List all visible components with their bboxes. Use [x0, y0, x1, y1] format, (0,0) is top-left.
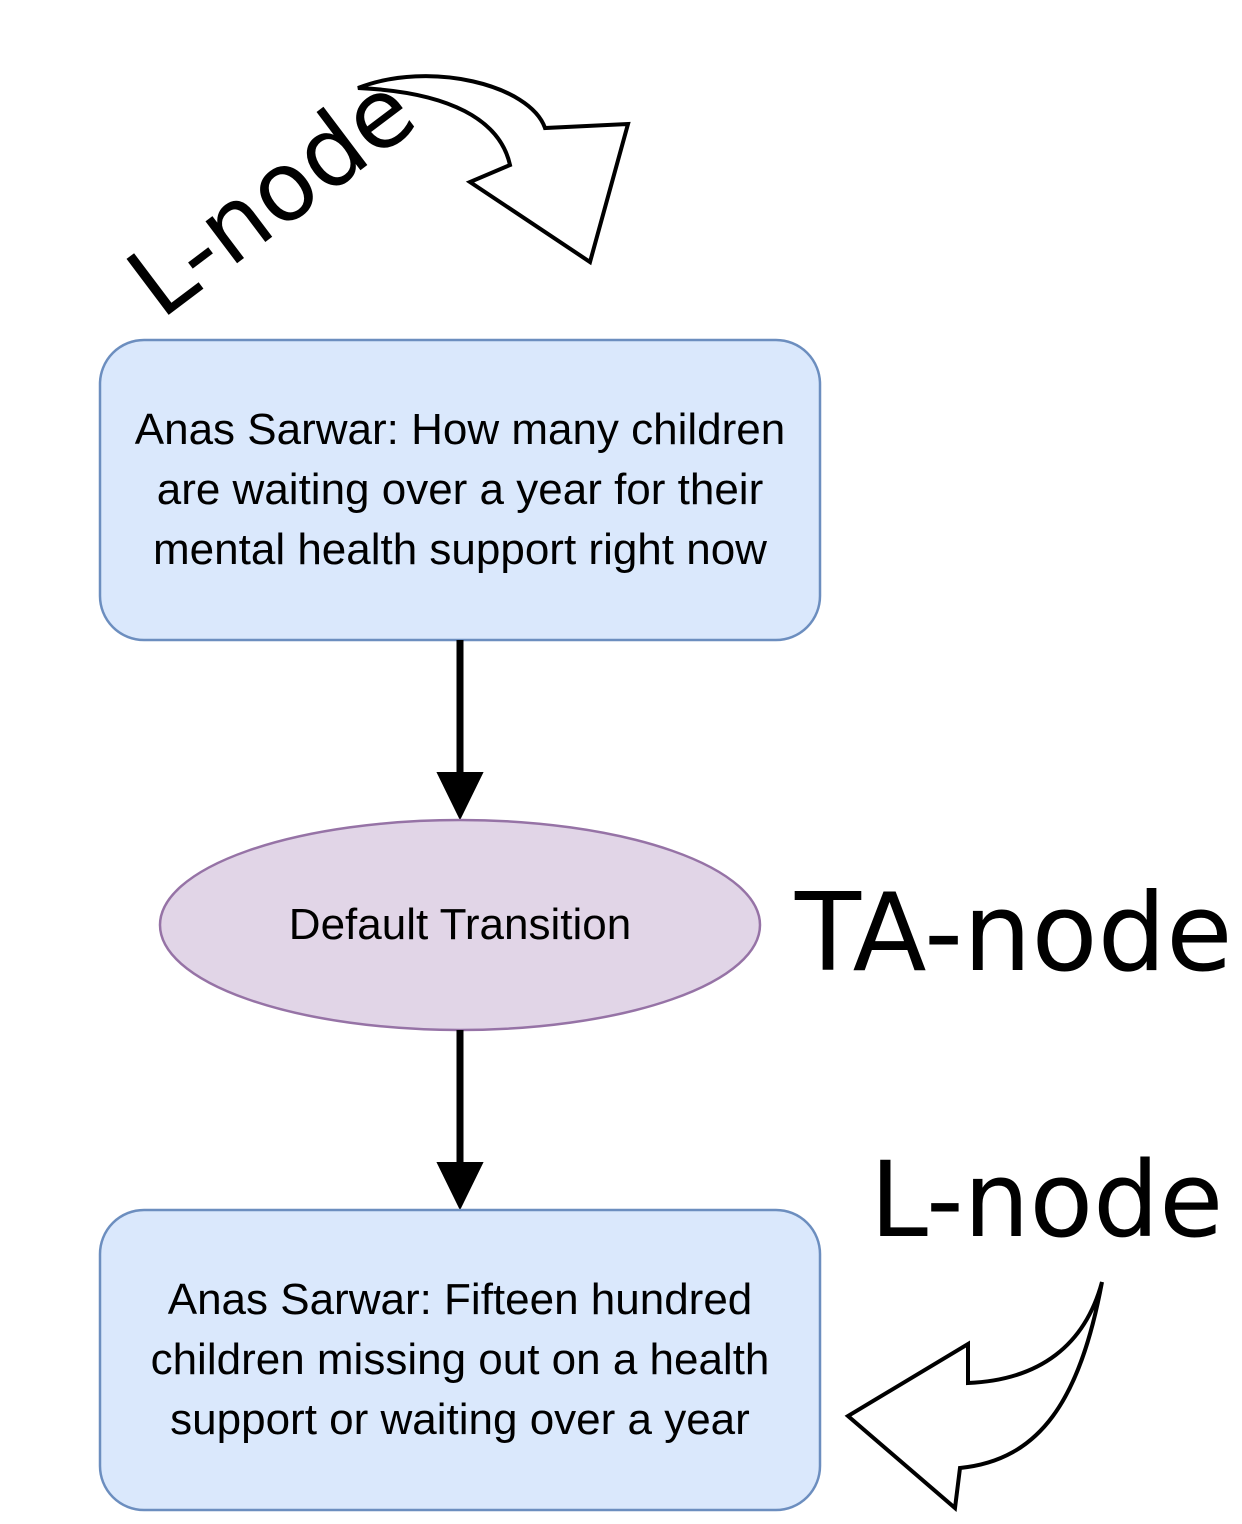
- annotation-ta-node: TA-node: [795, 871, 1233, 996]
- locution-box-bottom[interactable]: [98, 1208, 822, 1512]
- locution-text-bottom: Anas Sarwar: Fifteen hundred children mi…: [150, 1275, 770, 1444]
- locution-text-top: Anas Sarwar: How many children are waiti…: [134, 405, 786, 574]
- curved-arrow-top-icon: [357, 74, 631, 266]
- curved-arrow-bottom-icon: [844, 1281, 1104, 1512]
- edge-arrowhead-1: [436, 772, 484, 821]
- edge-arrowhead-2: [436, 1162, 484, 1211]
- annotation-l-node-bottom: L-node: [870, 1139, 1224, 1261]
- transition-text: Default Transition: [288, 900, 632, 949]
